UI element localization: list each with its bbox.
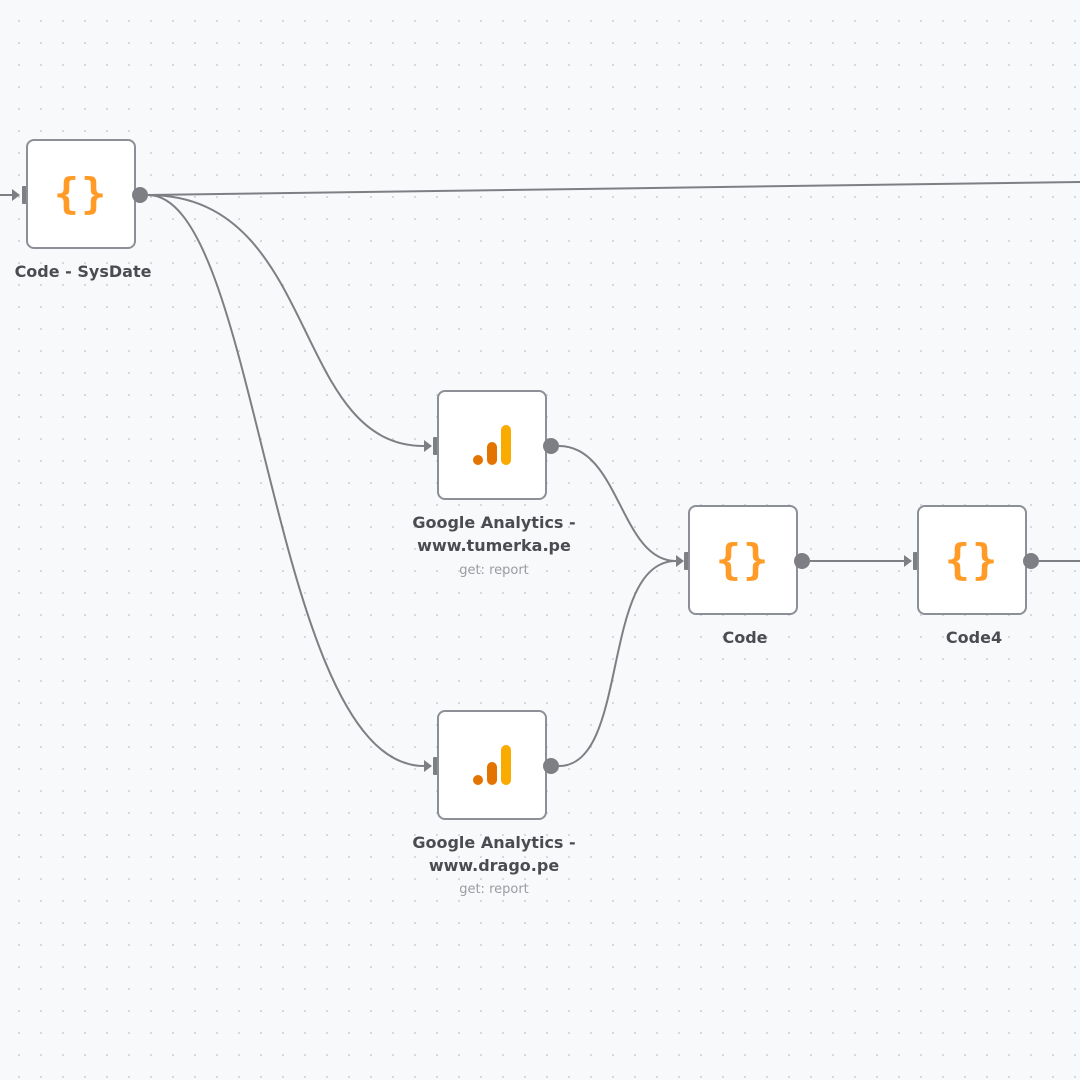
node-subtitle: get: report xyxy=(459,882,529,897)
node-code[interactable]: {} xyxy=(688,505,798,615)
node-code4[interactable]: {} xyxy=(917,505,1027,615)
node-label: Code xyxy=(722,628,768,647)
input-arrow xyxy=(676,555,684,567)
node-code-sysdate[interactable]: {} xyxy=(26,139,136,249)
code-braces-icon: {} xyxy=(715,535,771,584)
connection-ga-tumerka-to-code[interactable] xyxy=(558,445,677,562)
google-analytics-icon xyxy=(473,425,511,465)
node-label-line: www.drago.pe xyxy=(428,856,560,875)
code-braces-icon: {} xyxy=(53,169,109,218)
input-arrow xyxy=(12,189,20,201)
connection-sysdate-to-ga-tumerka[interactable] xyxy=(147,194,425,447)
output-handle[interactable] xyxy=(794,553,810,569)
node-label: Code - SysDate xyxy=(14,262,152,281)
output-handle[interactable] xyxy=(543,758,559,774)
code-braces-icon: {} xyxy=(944,535,1000,584)
node-label: Code4 xyxy=(945,628,1003,647)
output-handle[interactable] xyxy=(132,187,148,203)
node-label-line: Google Analytics - xyxy=(412,513,576,532)
connection-ga-drago-to-code[interactable] xyxy=(558,560,677,767)
google-analytics-icon xyxy=(473,745,511,785)
node-label: Google Analytics - www.drago.pe xyxy=(384,831,604,877)
node-label-line: www.tumerka.pe xyxy=(417,536,571,555)
input-arrow xyxy=(424,760,432,772)
node-label-line: Google Analytics - xyxy=(412,833,576,852)
node-label: Google Analytics - www.tumerka.pe xyxy=(384,511,604,557)
output-handle[interactable] xyxy=(1023,553,1039,569)
node-subtitle: get: report xyxy=(459,563,529,578)
input-arrow xyxy=(904,555,912,567)
connection-sysdate-to-offscreen[interactable] xyxy=(147,181,1080,196)
node-google-analytics-tumerka[interactable] xyxy=(437,390,547,500)
input-arrow xyxy=(424,440,432,452)
connection-sysdate-to-ga-drago[interactable] xyxy=(147,194,425,767)
node-google-analytics-drago[interactable] xyxy=(437,710,547,820)
output-handle[interactable] xyxy=(543,438,559,454)
